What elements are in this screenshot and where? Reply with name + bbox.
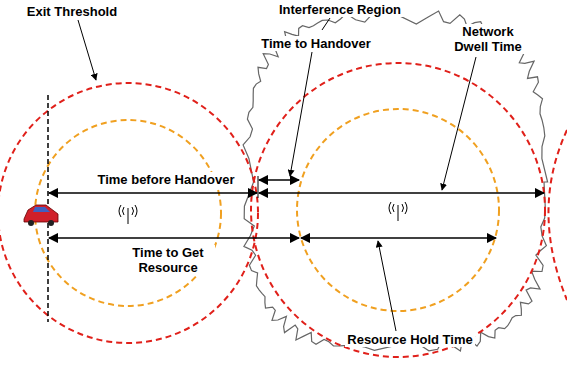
time-arrow (259, 179, 299, 181)
annotation-label: Time to Handover (259, 36, 373, 51)
interference-region (243, 11, 547, 351)
threshold-circle (35, 120, 221, 306)
threshold-circle (297, 109, 499, 311)
time-arrow (259, 192, 544, 194)
annotation-label: Network Dwell Time (446, 24, 530, 54)
leader-line (322, 18, 330, 30)
annotation-label: Time before Handover (95, 172, 236, 187)
annotation-label: Interference Region (277, 2, 403, 17)
cell-boundary (0, 83, 258, 343)
car-icon (24, 205, 58, 226)
leader-line (78, 20, 96, 80)
base-station-icon (389, 202, 407, 221)
time-arrow (49, 192, 257, 194)
leader-line (290, 52, 312, 176)
leader-line (378, 241, 396, 331)
base-station-icon (119, 205, 137, 224)
cell-boundary (549, 130, 567, 300)
tick (258, 176, 259, 198)
time-arrow (301, 237, 496, 239)
annotation-label: Resource Hold Time (345, 332, 474, 347)
leader-line (442, 57, 476, 190)
annotation-label: Time to Get Resource (121, 245, 215, 275)
annotation-label: Exit Threshold (25, 4, 119, 19)
cell-boundary (251, 63, 545, 357)
time-arrow (49, 237, 299, 239)
